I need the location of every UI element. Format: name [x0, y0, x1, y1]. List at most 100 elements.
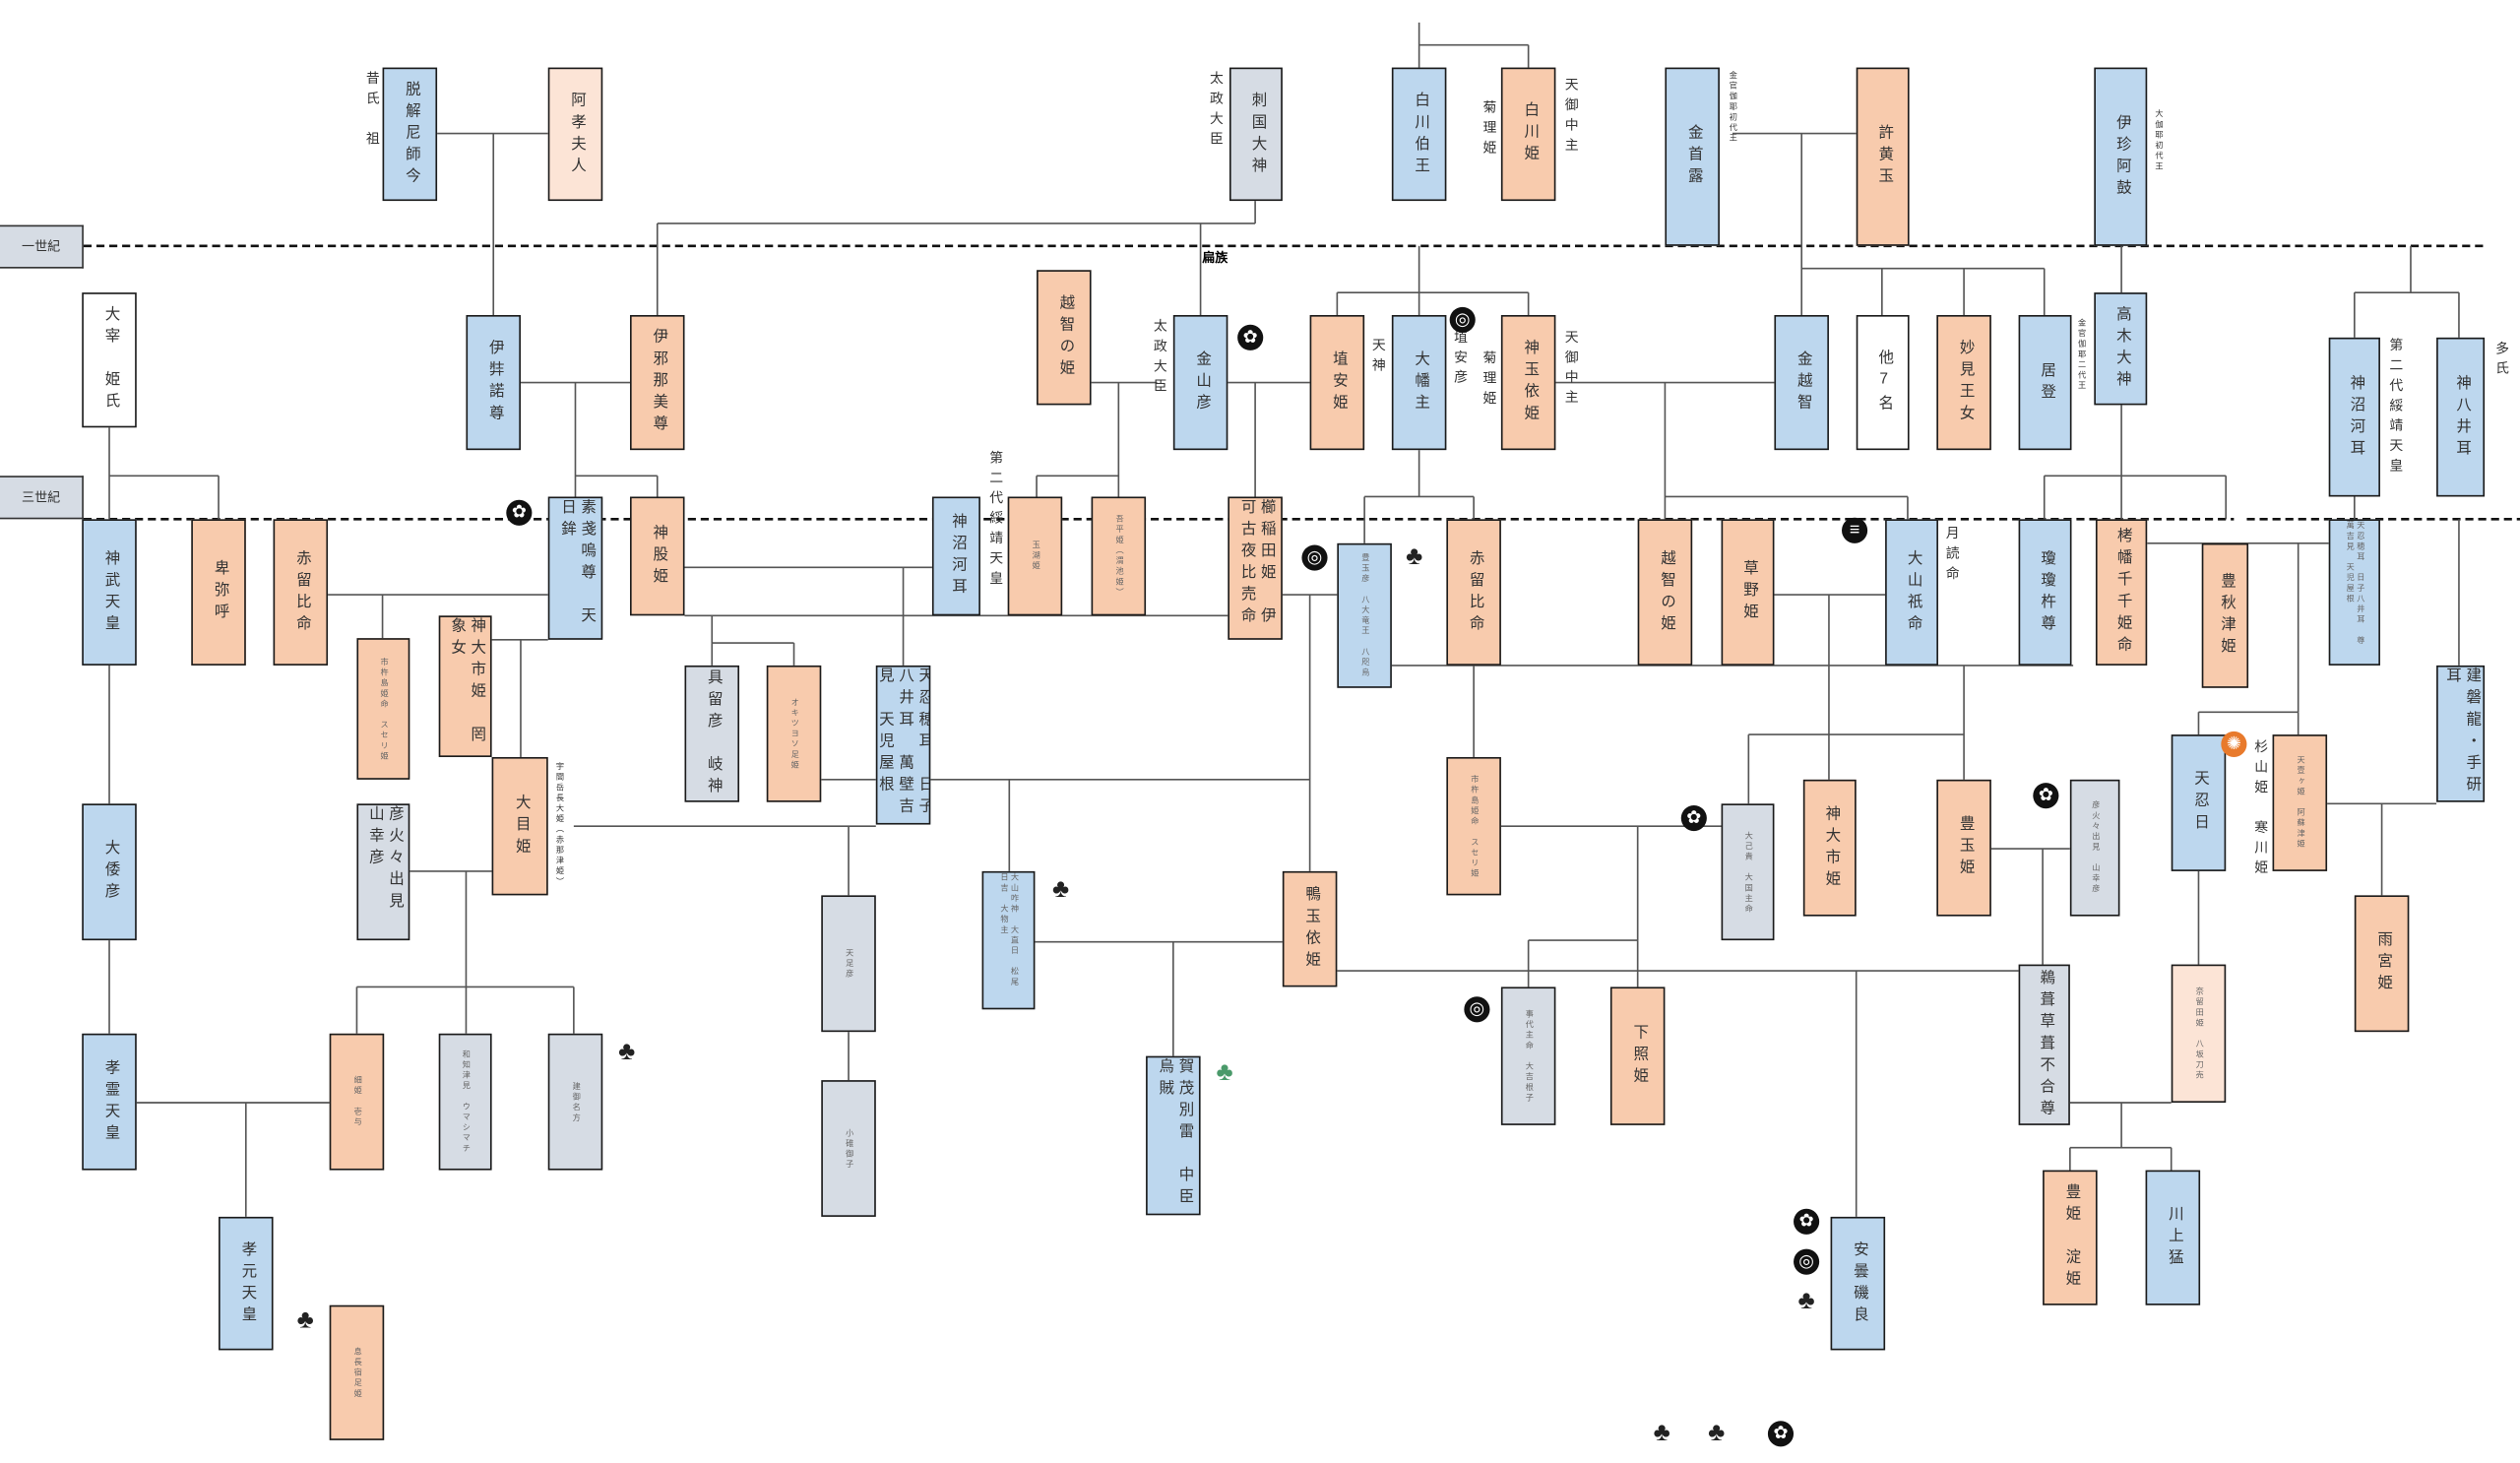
person-box-shirakawahaku[interactable]: 白川伯王: [1391, 67, 1447, 202]
person-box-kogen[interactable]: 孝元天皇: [219, 1216, 274, 1351]
person-name: 許黄玉: [1874, 124, 1893, 190]
person-box-kimsuro[interactable]: 金首露: [1665, 67, 1720, 246]
person-box-akaruhi1[interactable]: 赤留比命: [273, 519, 329, 666]
person-box-himiko[interactable]: 卑弥呼: [191, 519, 246, 666]
side-label-daikaya: 大伽耶初代王: [2153, 109, 2164, 172]
person-name: 神大市姫 罔象女: [447, 616, 485, 748]
person-box-hikohohodemi1[interactable]: 彦火々出見 山幸彦: [356, 803, 410, 941]
person-box-kimochi[interactable]: 金越智: [1774, 314, 1829, 451]
side-label-tsukuyomi: 月読命: [1944, 525, 1961, 587]
person-box-kamununa_r[interactable]: 神沼河耳: [2328, 337, 2380, 497]
person-box-kyokogyoku[interactable]: 許黄玉: [1856, 67, 1910, 246]
person-box-ninigi[interactable]: 瓊瓊杵尊: [2018, 519, 2072, 666]
person-box-kamimata[interactable]: 神股姫: [629, 496, 685, 616]
person-box-toyotamahime[interactable]: 豊玉姫: [1936, 779, 1991, 917]
person-box-haniyasuhime[interactable]: 埴安姫: [1309, 314, 1365, 451]
person-box-ousu[interactable]: 小碓御子: [821, 1080, 876, 1217]
person-name: 赤留比命: [1466, 548, 1484, 636]
person-box-amamiya[interactable]: 雨宮姫: [2354, 895, 2410, 1033]
person-box-toyotamahiko[interactable]: 豊玉彦 八大竜王 八咫烏: [1337, 542, 1392, 688]
person-box-okinaga[interactable]: 息長宿足姫: [329, 1304, 385, 1440]
person-name: 大目姫: [512, 794, 531, 859]
person-name: 神沼河耳: [948, 512, 967, 600]
person-box-myoken[interactable]: 妙見王女: [1936, 314, 1991, 451]
person-name: 白川伯王: [1411, 91, 1429, 178]
person-box-kamuoichi2[interactable]: 神大市姫: [1802, 779, 1857, 917]
person-box-hosohime[interactable]: 細姫 壱与: [329, 1033, 385, 1171]
person-box-amenooshihi[interactable]: 天忍日: [2171, 734, 2227, 871]
person-box-ichinaro[interactable]: 伊珍阿鼓: [2094, 67, 2148, 246]
person-box-kawakami[interactable]: 川上猛: [2145, 1170, 2201, 1305]
person-box-korei[interactable]: 孝霊天皇: [82, 1033, 137, 1171]
person-box-ochinohime2[interactable]: 越智の姫: [1637, 519, 1693, 666]
person-name: 孝霊天皇: [101, 1058, 120, 1146]
person-box-takuhata[interactable]: 栲幡千千姫命: [2095, 519, 2148, 666]
person-box-susanoo[interactable]: 素戔嗚尊 天日鉾: [547, 496, 603, 640]
person-box-izanami[interactable]: 伊邪那美尊: [629, 314, 685, 451]
person-name: 越智の姫: [1657, 548, 1675, 636]
person-box-yamatohiko[interactable]: 大倭彦: [82, 803, 137, 941]
person-box-sashikuni[interactable]: 刺国大神: [1228, 67, 1283, 202]
person-box-kamowake[interactable]: 賀茂別雷 中臣 烏賊: [1146, 1055, 1201, 1216]
person-box-ochinohime1[interactable]: 越智の姫: [1037, 270, 1092, 406]
sagari-fuji-crest-icon: ♣: [618, 1038, 636, 1066]
side-label-daijodaijin1: 太政大臣: [1208, 70, 1226, 152]
person-box-oshiho_r[interactable]: 天忍穂耳 日子八井耳 尊 萬吉見 天児屋根: [2328, 519, 2380, 666]
person-box-tamako[interactable]: 玉湖姫: [1007, 496, 1063, 616]
person-box-oyamakui[interactable]: 大山咋神 大直日 松尾 日吉 大物主: [981, 870, 1036, 1010]
person-box-akofujin[interactable]: 阿孝夫人: [547, 67, 603, 202]
person-box-jimmu[interactable]: 神武天皇: [82, 519, 137, 666]
person-box-datsukai[interactable]: 脱解尼師今: [382, 67, 438, 202]
person-box-takeiwatatsu[interactable]: 建磐龍・手研耳: [2436, 665, 2486, 802]
person-box-kamuoichi1[interactable]: 神大市姫 罔象女: [438, 615, 492, 757]
person-box-hoka7[interactable]: 他7名: [1856, 314, 1910, 451]
person-box-oshiho[interactable]: 天忍穂耳 日子八井耳 萬壁吉見 天児屋根: [875, 665, 931, 825]
person-box-shitateru[interactable]: 下照姫: [1609, 986, 1666, 1125]
person-box-shirakawahime[interactable]: 白川姫: [1500, 67, 1556, 202]
person-name: 孝元天皇: [237, 1240, 256, 1327]
mokko-crest-icon: ✿: [1237, 324, 1264, 350]
side-label-kukuri2: 菊理姫: [1481, 350, 1498, 412]
person-box-azumi[interactable]: 安曇磯良: [1830, 1216, 1886, 1351]
person-box-kushinada[interactable]: 櫛稲田姫 伊可古夜比売命: [1228, 496, 1283, 640]
person-box-takeminakata[interactable]: 建御名方: [547, 1033, 603, 1171]
person-box-narutahime[interactable]: 奈留田姫 八坂刀売: [2171, 964, 2227, 1103]
person-box-ichikishima1[interactable]: 市杵島姫命 スセリ姫: [356, 638, 410, 780]
person-box-kamitamayori[interactable]: 神玉依姫: [1500, 314, 1556, 451]
person-box-omehime[interactable]: 大目姫: [491, 756, 548, 896]
side-label-amenominaka2: 天御中主: [1563, 329, 1580, 411]
person-box-dazaihime[interactable]: 大宰 姫氏: [82, 292, 137, 428]
person-box-kyoto[interactable]: 居登: [2018, 314, 2072, 451]
side-label-haniyasuhiko: 埴安彦: [1452, 329, 1470, 390]
person-box-akaruhi2[interactable]: 赤留比命: [1446, 519, 1501, 666]
mokko-crest-icon: ✿: [506, 499, 533, 526]
person-box-kotoshiro[interactable]: 事代主命 大吉根子: [1500, 986, 1556, 1125]
side-label-daijodaijin2: 太政大臣: [1152, 318, 1168, 399]
person-box-toyohime[interactable]: 豊姫 淀姫: [2043, 1170, 2098, 1305]
person-box-ugaya[interactable]: 鵜葺草葺不合尊: [2018, 964, 2070, 1125]
person-box-ahira[interactable]: 吾平姫（渭池姫）: [1091, 496, 1147, 616]
person-name: 奈留田姫 八坂刀売: [2193, 986, 2204, 1081]
person-box-izanagi[interactable]: 伊弉諾尊: [466, 314, 521, 451]
person-box-amenoichi[interactable]: 天壹ヶ姫 阿蘇津姫: [2272, 734, 2328, 871]
side-label-kinkan2: 金官伽耶二代王: [2076, 318, 2087, 392]
kiri-crest-icon: ♣: [1708, 1419, 1726, 1447]
person-box-amatarashi[interactable]: 天足彦: [821, 895, 876, 1033]
kiri-crest-icon: ♣: [296, 1306, 314, 1335]
person-box-onamuchi[interactable]: 大己貴 大国主命: [1721, 803, 1775, 941]
person-box-okitsuyoso[interactable]: オキツヨソ足姫: [766, 665, 822, 802]
person-box-takagi[interactable]: 高木大神: [2094, 292, 2148, 406]
person-box-kanayama[interactable]: 金山彦: [1172, 314, 1228, 451]
person-box-kuruhiko[interactable]: 具留彦 岐神: [684, 665, 740, 802]
person-box-oyamatsumi[interactable]: 大山祇命: [1885, 519, 1938, 666]
person-box-wachitsumi[interactable]: 和知津見 ウマシマチ: [438, 1033, 492, 1171]
person-name: 神股姫: [649, 523, 667, 589]
person-box-ohatanushi[interactable]: 大幡主: [1391, 314, 1447, 451]
person-box-kamuyai[interactable]: 神八井耳: [2436, 337, 2486, 497]
person-box-kayanohime[interactable]: 草野姫: [1721, 519, 1775, 666]
person-box-toyoakitsu[interactable]: 豊秋津姫: [2201, 542, 2249, 688]
person-box-kamununa[interactable]: 神沼河耳: [931, 496, 980, 616]
person-box-hikohohodemi2[interactable]: 彦火々出見 山幸彦: [2069, 779, 2120, 917]
person-box-ichikishima2[interactable]: 市杵島姫命 スセリ姫: [1446, 756, 1501, 896]
person-box-kamotamayori[interactable]: 鴨玉依姫: [1282, 870, 1338, 987]
